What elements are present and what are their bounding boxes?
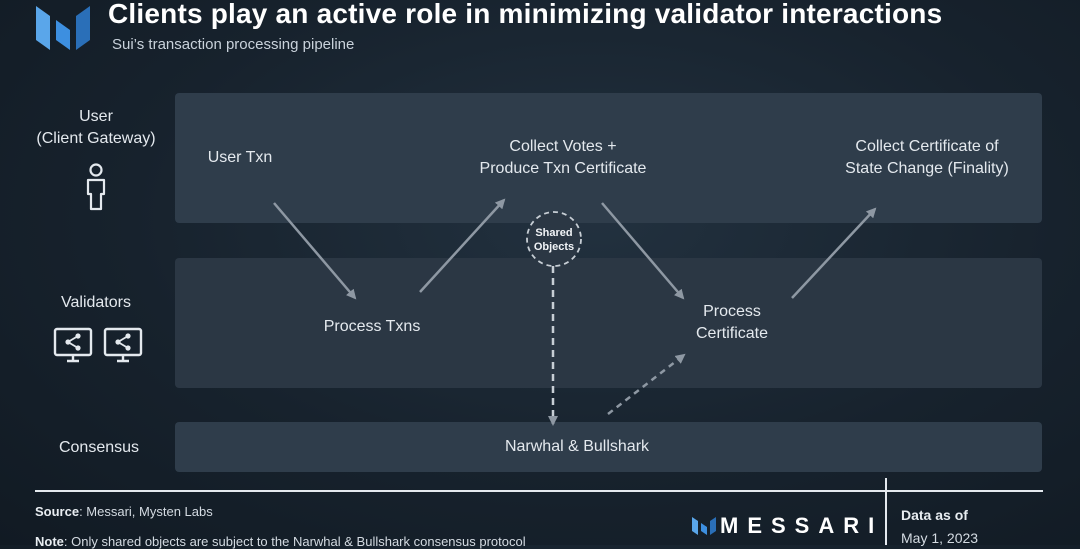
page-subtitle: Sui’s transaction processing pipeline	[112, 36, 355, 53]
node-collect-certificate: Collect Certificate of State Change (Fin…	[845, 138, 1009, 177]
monitor-share-icon	[53, 327, 93, 363]
footer-source: Source: Messari, Mysten Labs	[35, 504, 213, 519]
node-collect-votes: Collect Votes + Produce Txn Certificate	[479, 138, 647, 177]
row-label-user: User (Client Gateway)	[36, 108, 156, 147]
monitor-share-icon	[103, 327, 143, 363]
arrow-user-txn-to-process-txns	[273, 202, 357, 300]
node-user-txn: User Txn	[207, 149, 273, 166]
consensus-lane	[175, 422, 1042, 472]
messari-logo-icon	[692, 517, 716, 535]
arrow-process-txns-to-collect-votes	[419, 198, 506, 293]
footer-vertical-divider	[885, 478, 887, 545]
shared-objects-label: Shared Objects	[533, 227, 575, 253]
row-label-consensus: Consensus	[58, 439, 140, 456]
row-label-validators: Validators	[61, 294, 131, 311]
person-icon	[86, 163, 106, 211]
node-process-certificate: Process Certificate	[695, 303, 769, 342]
node-narwhal-bullshark: Narwhal & Bullshark	[504, 438, 650, 455]
arrow-narwhal-to-process-certificate	[607, 353, 686, 415]
data-as-of-label: Data as of	[901, 507, 968, 523]
user-lane	[175, 93, 1042, 223]
arrow-process-certificate-to-collect-certificate	[791, 207, 877, 299]
footer-note: Note: Only shared objects are subject to…	[35, 534, 526, 549]
node-process-txns: Process Txns	[323, 318, 421, 335]
validators-lane	[175, 258, 1042, 388]
footer-divider	[35, 490, 1043, 492]
page-title: Clients play an active role in minimizin…	[108, 0, 943, 29]
data-as-of-date: May 1, 2023	[901, 530, 979, 546]
messari-logo-icon	[36, 6, 90, 50]
shared-objects-circle	[526, 211, 582, 267]
arrow-collect-votes-to-process-certificate	[601, 202, 685, 300]
messari-wordmark: MESSARI	[720, 513, 884, 538]
